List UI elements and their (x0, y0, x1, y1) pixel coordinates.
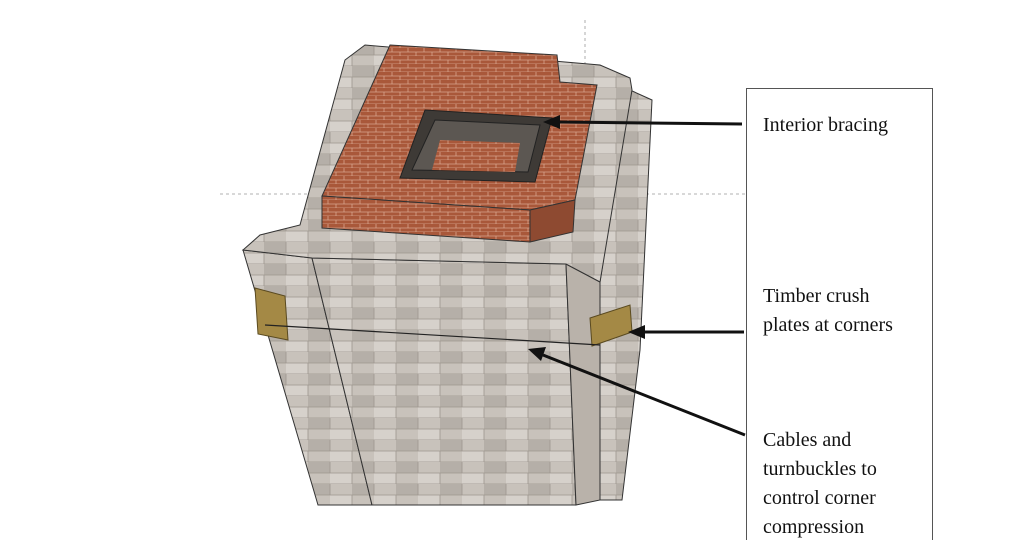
label-cables: Cables and turnbuckles to control corner… (763, 426, 933, 540)
label-interior-bracing: Interior bracing (763, 114, 888, 136)
arrow-timber-plates (628, 325, 744, 339)
label-line: Cables and (763, 429, 852, 451)
arrow-interior-bracing (543, 115, 743, 129)
arrow-cables (528, 347, 746, 437)
label-line: control corner (763, 487, 876, 509)
label-line: Timber crush (763, 285, 870, 307)
cable (264, 324, 601, 346)
label-timber-plates: Timber crush plates at corners (763, 282, 933, 340)
interior-brick (432, 140, 520, 172)
label-line: compression (763, 516, 865, 538)
timber-plate-left (254, 287, 289, 341)
label-line: plates at corners (763, 314, 893, 336)
brick-side-face (529, 199, 576, 243)
label-box: Interior bracing Timber crush plates at … (746, 88, 933, 540)
label-line: turnbuckles to (763, 458, 877, 480)
